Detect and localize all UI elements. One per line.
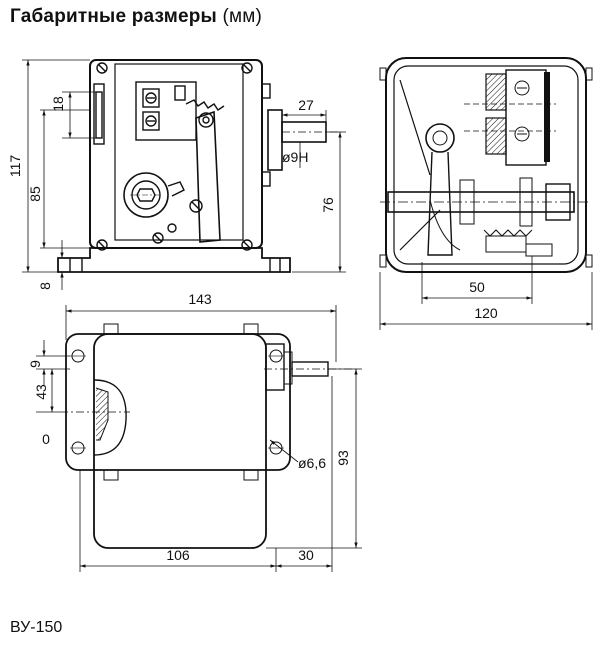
section-housing bbox=[385, 57, 587, 273]
front-housing bbox=[89, 59, 263, 249]
dim-50: 50 bbox=[469, 279, 485, 295]
section-view: 50 120 bbox=[379, 57, 593, 330]
top-view: 143 9 43 0 ø6,6 93 106 30 bbox=[27, 291, 362, 572]
dim-9: 9 bbox=[27, 360, 43, 368]
title-unit: (мм) bbox=[222, 6, 263, 27]
title-main: Габаритные размеры bbox=[10, 6, 217, 27]
dim-106: 106 bbox=[166, 547, 190, 563]
dim-shaft-diameter: ø9Н bbox=[282, 149, 308, 165]
top-housing bbox=[93, 333, 267, 549]
dim-27: 27 bbox=[298, 97, 314, 113]
dim-18: 18 bbox=[50, 96, 66, 112]
dim-143: 143 bbox=[188, 291, 212, 307]
dim-43: 43 bbox=[33, 384, 49, 400]
dim-120: 120 bbox=[474, 305, 498, 321]
front-cam bbox=[123, 172, 169, 218]
dim-hole-diameter: ø6,6 bbox=[298, 455, 326, 471]
front-base bbox=[57, 247, 291, 273]
front-view: 117 85 8 18 27 ø9Н 76 bbox=[7, 59, 346, 290]
front-lever bbox=[195, 110, 221, 243]
dim-85: 85 bbox=[27, 186, 43, 202]
dim-0: 0 bbox=[42, 431, 50, 447]
dim-30: 30 bbox=[298, 547, 314, 563]
top-mounting-plate bbox=[65, 333, 291, 471]
dim-93: 93 bbox=[335, 450, 351, 466]
page-title: Габаритные размеры (мм) bbox=[10, 6, 262, 28]
dim-76: 76 bbox=[320, 197, 336, 213]
dim-8: 8 bbox=[37, 282, 53, 290]
dim-117: 117 bbox=[7, 155, 23, 178]
model-caption: ВУ-150 bbox=[10, 619, 63, 636]
